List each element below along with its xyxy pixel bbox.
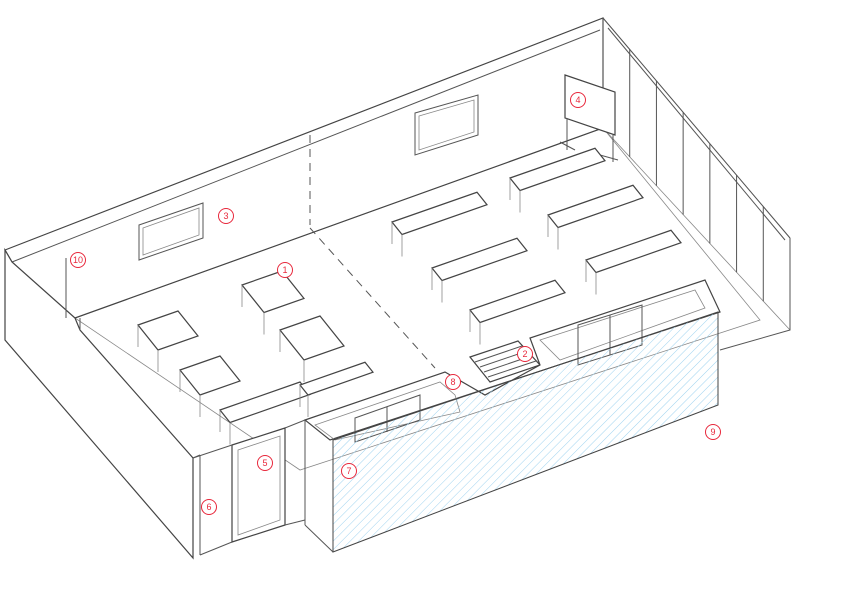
table	[299, 361, 374, 396]
marker-8: 8	[445, 374, 461, 390]
table	[279, 315, 345, 361]
table	[585, 229, 682, 274]
marker-10: 10	[70, 252, 86, 268]
table	[137, 310, 199, 351]
marker-2: 2	[517, 346, 533, 362]
marker-5: 5	[257, 455, 273, 471]
entrance-door	[231, 427, 286, 543]
table	[391, 191, 488, 236]
table	[219, 381, 311, 424]
marker-4: 4	[570, 92, 586, 108]
table	[431, 237, 528, 282]
marker-6: 6	[201, 499, 217, 515]
table	[547, 184, 644, 229]
back-wall	[4, 17, 604, 319]
left-exterior-wall	[4, 247, 194, 560]
marker-7: 7	[341, 463, 357, 479]
marker-3: 3	[218, 208, 234, 224]
table	[241, 270, 305, 314]
table	[179, 355, 241, 396]
wall-screen-left	[138, 202, 204, 261]
hatched-partition-wall	[332, 311, 719, 553]
marker-1: 1	[277, 262, 293, 278]
table	[509, 147, 606, 192]
marker-9: 9	[705, 424, 721, 440]
table	[469, 279, 566, 324]
glass-mullions	[629, 49, 764, 302]
tables	[137, 147, 682, 445]
wall-screen-right	[414, 94, 479, 156]
mobile-whiteboard	[559, 74, 619, 162]
